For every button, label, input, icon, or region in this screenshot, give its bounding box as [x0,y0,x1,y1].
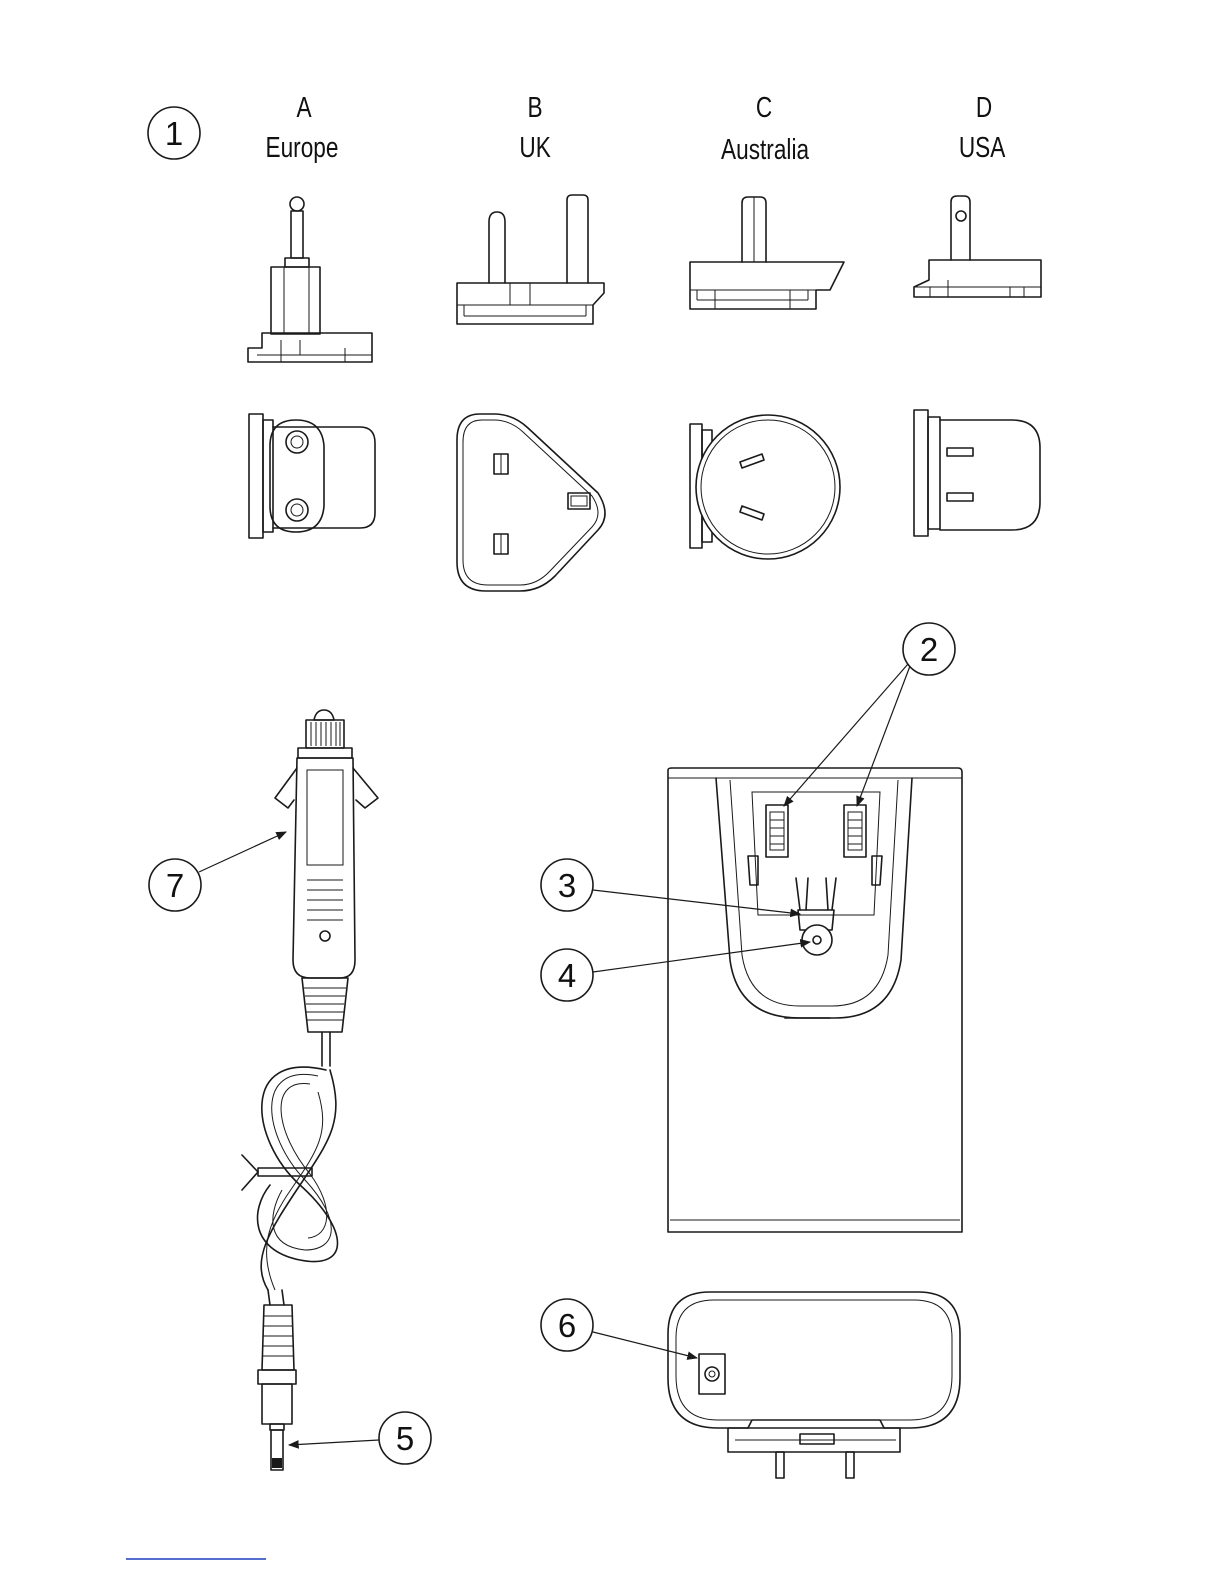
callout-4-label: 4 [558,957,576,994]
callout-2: 2 [784,623,955,806]
plug-c-heading: C Australia [721,90,809,165]
plug-a-side-view [248,197,372,362]
callout-6-label: 6 [558,1307,576,1344]
plug-b-side-view [457,195,604,324]
callout-1-label: 1 [165,115,183,152]
callout-4: 4 [541,942,810,1001]
callout-3: 3 [541,859,800,914]
car-adapter-drawing [242,710,378,1470]
callout-7-label: 7 [166,867,184,904]
plug-c-face-view [690,415,840,559]
plug-b-region: UK [519,130,551,163]
plug-d-letter: D [976,90,992,123]
charger-front-view [668,768,962,1232]
plug-d-heading: D USA [959,90,1006,163]
plug-c-region: Australia [721,132,809,165]
plug-d-face-view [914,410,1040,536]
plug-c-letter: C [756,90,772,123]
plug-a-letter: A [297,90,313,123]
plug-c-side-view [690,197,844,309]
charger-bottom-view [668,1292,960,1478]
plug-b-letter: B [527,90,542,123]
callout-7: 7 [149,832,286,911]
callout-2-label: 2 [920,631,938,668]
plug-d-region: USA [959,130,1006,163]
callout-3-label: 3 [558,867,576,904]
callout-5-label: 5 [396,1420,414,1457]
plug-b-heading: B UK [519,90,551,163]
plug-a-face-view [249,414,375,538]
plug-a-heading: A Europe [266,90,339,163]
callout-1: 1 [148,107,200,159]
plug-b-face-view [457,414,605,591]
plug-a-region: Europe [266,130,339,163]
plug-d-side-view [914,196,1041,297]
callout-5: 5 [289,1412,431,1464]
